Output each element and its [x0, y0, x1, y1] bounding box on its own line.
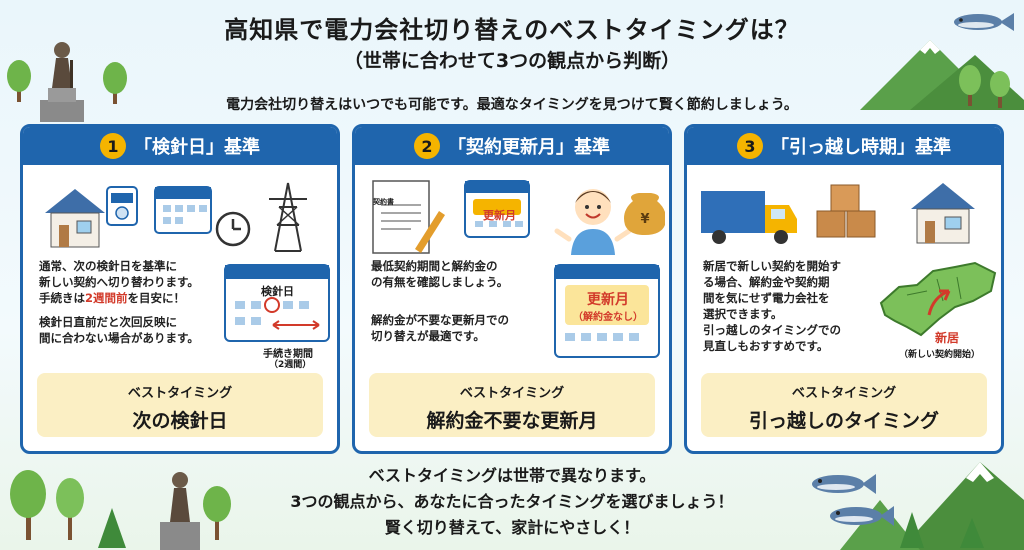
- house-icon: [911, 183, 975, 244]
- card-illustration: ¥: [372, 180, 665, 255]
- card-meter-reading: 1 「検針日」基準 通常、次の検針日: [20, 124, 340, 454]
- lead-text: 電力会社切り替えはいつでも可能です。最適なタイミングを見つけて賢く節約しましょう…: [226, 97, 798, 113]
- house-icon: [45, 189, 105, 248]
- card-title: 「引っ越し時期」基準: [771, 137, 951, 158]
- body-line: 新居で新しい契約を開始す: [703, 259, 841, 273]
- kochi-map: 新居 （新しい契約開始）: [877, 257, 1001, 371]
- calendar-icon: [464, 180, 530, 238]
- card-header: 3 「引っ越し時期」基準: [687, 127, 1001, 165]
- period-sub: （2週間）: [269, 360, 312, 370]
- calendar-top-label: 更新月: [483, 209, 516, 222]
- mountain-icon: [860, 40, 1024, 110]
- body-line-prefix: 手続きは: [39, 291, 85, 305]
- boxes-icon: [816, 184, 876, 238]
- money-symbol: ¥: [640, 212, 649, 227]
- map-label: 新居: [935, 331, 960, 345]
- meter-calendar: 検針日 手続き期間 （2週間）: [223, 261, 333, 370]
- body-line: 検針日直前だと次回反映に: [39, 315, 177, 329]
- card-contract-renewal: 2 「契約更新月」基準 ¥ 契約書 更新月 最低契約期: [352, 124, 672, 454]
- period-label: 手続き期間: [263, 349, 313, 360]
- calendar-icon: [224, 264, 330, 342]
- card-number: 3: [737, 133, 763, 159]
- tree-icon: [7, 60, 127, 104]
- body-line: 間に合わない場合があります。: [39, 331, 199, 345]
- body-line: 手続きは2週間前を目安に！: [39, 290, 217, 306]
- card-number: 1: [100, 133, 126, 159]
- fish-icon: [812, 474, 894, 526]
- document-label: 契約書: [373, 198, 394, 206]
- card-body: 通常、次の検針日を基準に 新しい契約へ切り替わります。 手続きは2週間前を目安に…: [39, 258, 217, 346]
- body-line: 見直しもおすすめです。: [703, 339, 829, 353]
- calendar-label: 更新月: [587, 292, 629, 308]
- best-label: ベストタイミング: [791, 386, 897, 401]
- statue-icon: [160, 472, 200, 550]
- card-header: 2 「契約更新月」基準: [355, 127, 669, 165]
- best-label: ベストタイミング: [127, 386, 233, 401]
- person-icon: [554, 189, 632, 255]
- best-timing-box: ベストタイミング 次の検針日: [37, 373, 323, 437]
- body-line: 最低契約期間と解約金の: [371, 259, 498, 273]
- pylon-icon: [269, 182, 307, 252]
- map-icon: [879, 261, 997, 337]
- body-line: 切り替えが最適です。: [371, 329, 485, 343]
- card-body: 最低契約期間と解約金の の有無を確認しましょう。 解約金が不要な更新月での 切り…: [371, 258, 561, 344]
- footer-line: ベストタイミングは世帯で異なります。: [368, 466, 656, 485]
- card-illustration: [701, 183, 975, 244]
- card-body: 新居で新しい契約を開始す る場合、解約金や契約期 間を気にせず電力会社を 選択で…: [703, 258, 883, 354]
- footer-line: 3つの観点から、あなたに合ったタイミングを選びましょう！: [290, 492, 734, 511]
- body-line: 解約金が不要な更新月での: [371, 313, 509, 327]
- best-label: ベストタイミング: [459, 386, 565, 401]
- body-line-suffix: を目安に！: [127, 291, 186, 305]
- calendar-icon: [554, 264, 660, 358]
- money-bag-icon: [624, 193, 665, 235]
- truck-icon: [701, 191, 797, 244]
- body-line: 間を気にせず電力会社を: [703, 291, 830, 305]
- body-line: る場合、解約金や契約期: [703, 275, 830, 289]
- card-number: 2: [414, 133, 440, 159]
- fish-icon: [954, 13, 1014, 31]
- body-line: 選択できます。: [703, 307, 783, 321]
- highlight-text: 2週間前: [85, 291, 128, 305]
- body-line: 新しい契約へ切り替わります。: [39, 275, 199, 289]
- body-line: 引っ越しのタイミングでの: [703, 323, 841, 337]
- page-title: 高知県で電力会社切り替えのベストタイミングは？: [224, 16, 800, 44]
- map-sub: （新しい契約開始）: [899, 350, 981, 360]
- best-timing-box: ベストタイミング 引っ越しのタイミング: [701, 373, 987, 437]
- contract-icon: [372, 180, 445, 254]
- card-title: 「検針日」基準: [134, 137, 260, 158]
- best-value: 解約金不要な更新月: [426, 410, 598, 432]
- best-value: 次の検針日: [132, 410, 228, 432]
- mountain-icon: [840, 462, 1024, 550]
- calendar-icon: [154, 186, 212, 234]
- body-line: 通常、次の検針日を基準に: [39, 259, 177, 273]
- meter-icon: [106, 186, 138, 226]
- best-value: 引っ越しのタイミング: [748, 410, 939, 432]
- page-subtitle: （世帯に合わせて3つの観点から判断）: [343, 50, 681, 72]
- renewal-calendar: 更新月 （解約金なし）: [553, 261, 663, 361]
- clock-icon: [215, 211, 251, 247]
- footer-line: 賢く切り替えて、家計にやさしく！: [384, 518, 640, 537]
- body-line: の有無を確認しましょう。: [371, 275, 509, 289]
- calendar-sub: （解約金なし）: [573, 312, 643, 323]
- best-timing-box: ベストタイミング 解約金不要な更新月: [369, 373, 655, 437]
- card-title: 「契約更新月」基準: [448, 137, 610, 158]
- statue-icon: [40, 42, 84, 122]
- calendar-label: 検針日: [261, 285, 294, 298]
- card-moving: 3 「引っ越し時期」基準 新居で新しい契約を開始す る場合、解約金や契約期 間を…: [684, 124, 1004, 454]
- card-header: 1 「検針日」基準: [23, 127, 337, 165]
- card-illustration: [45, 182, 307, 252]
- tree-icon: [10, 470, 231, 548]
